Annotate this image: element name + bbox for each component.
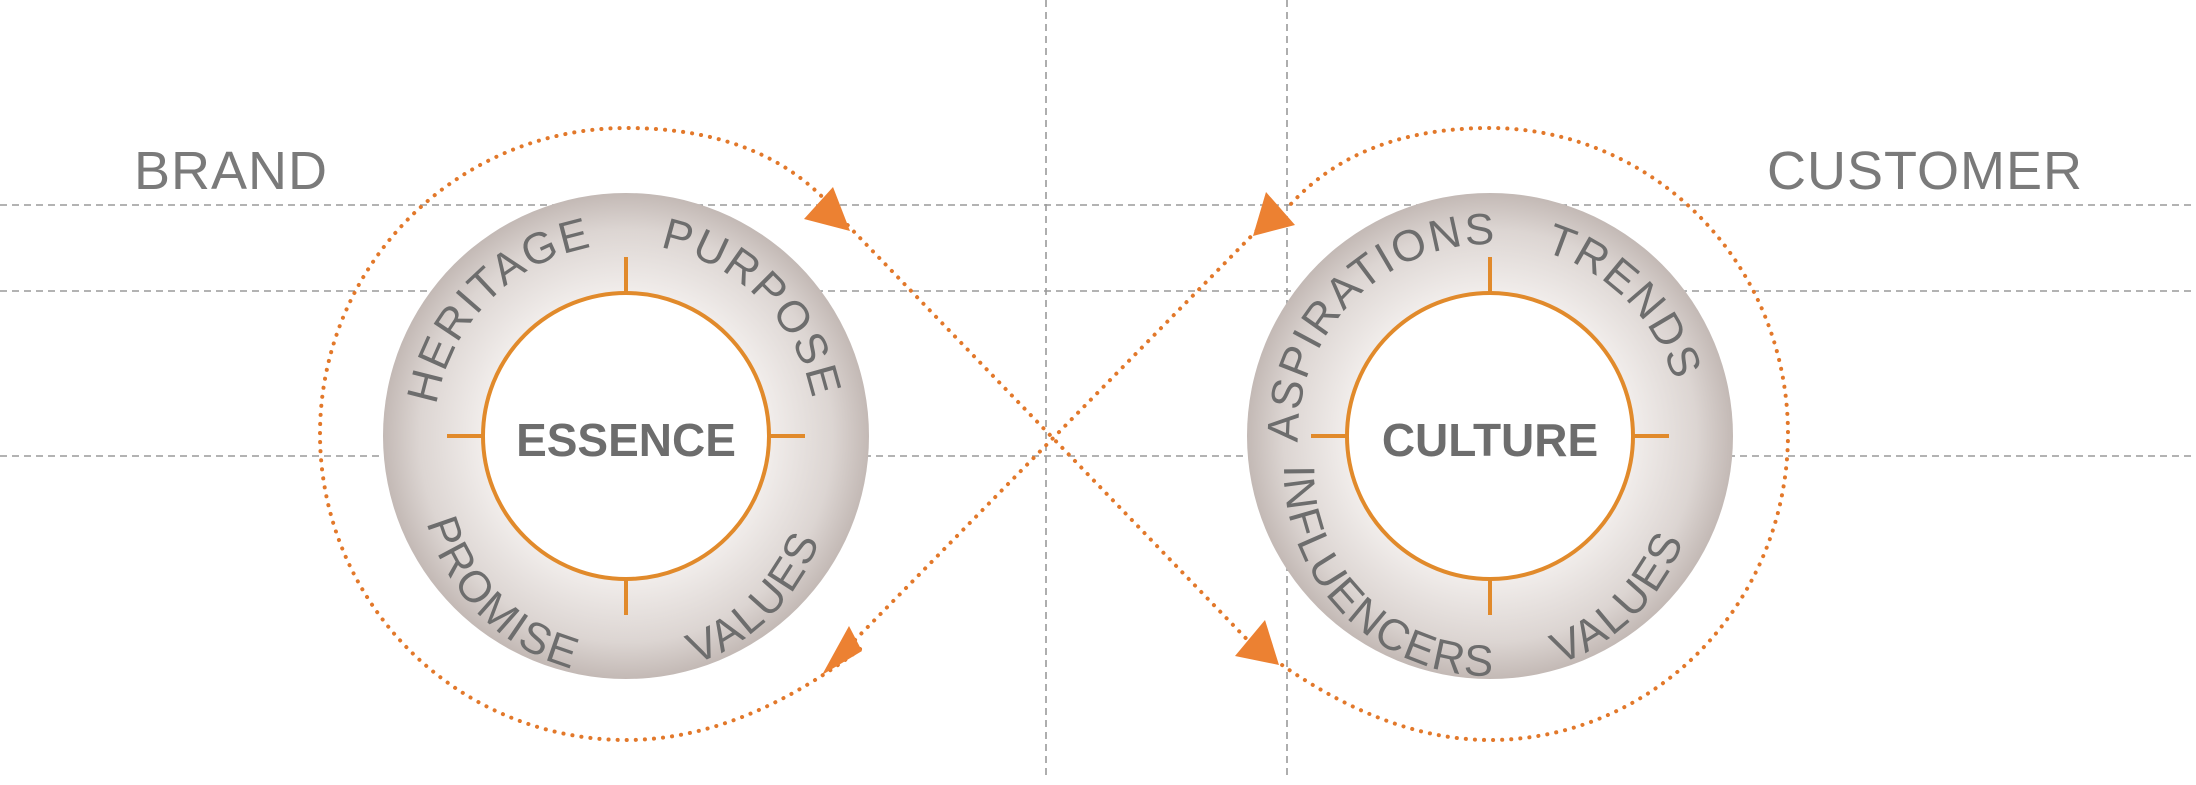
- brand-title: BRAND: [134, 141, 329, 201]
- loop-right-arc: [1258, 125, 1790, 743]
- culture-center-label: CULTURE: [1382, 414, 1598, 466]
- arrow-icon-top-left: [804, 187, 850, 231]
- arrow-icon-bottom-right: [1235, 620, 1279, 665]
- loop-cross-down: [833, 210, 1264, 657]
- arrow-icon-top-right: [1253, 192, 1295, 236]
- loop-left-arc: [318, 125, 862, 743]
- culture-sphere: CULTURE ASPIRATIONS TRENDS INFLUENCERS V…: [1247, 193, 1733, 687]
- customer-title: CUSTOMER: [1767, 141, 2084, 201]
- infinity-loop: [318, 125, 1790, 743]
- essence-center-label: ESSENCE: [516, 414, 736, 466]
- essence-sphere: ESSENCE HERITAGE PURPOSE PROMISE VALUES: [383, 193, 869, 679]
- arrow-icon-bottom-left: [822, 626, 862, 675]
- loop-cross-up: [853, 212, 1275, 642]
